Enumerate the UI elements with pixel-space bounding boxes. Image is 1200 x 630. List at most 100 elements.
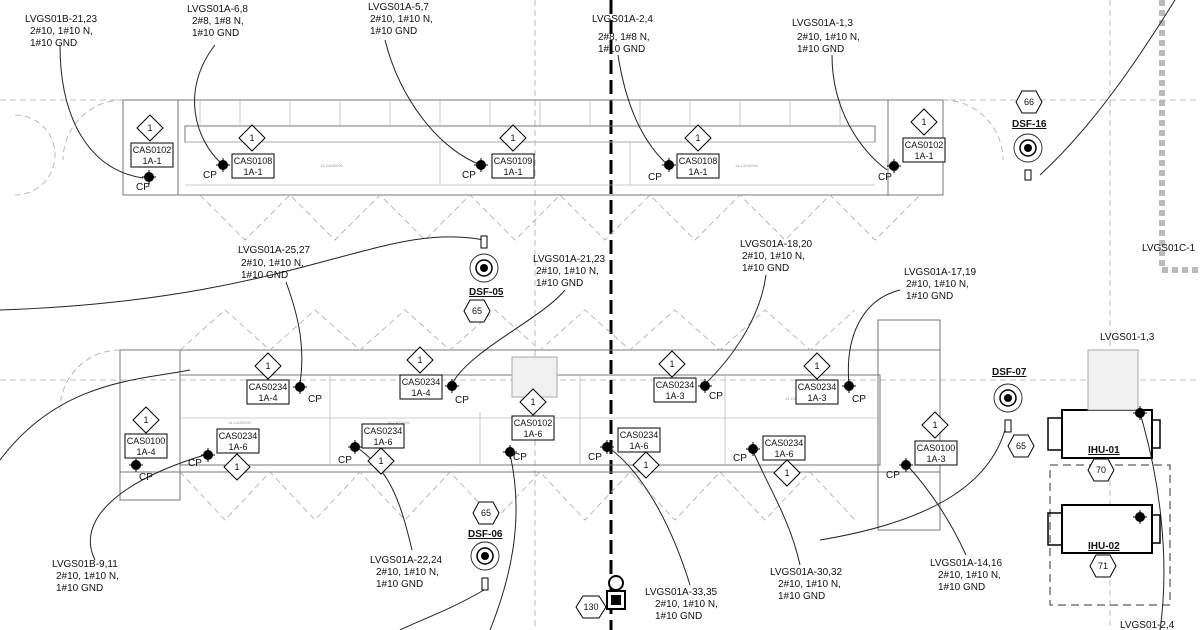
tag-id: CAS0100	[127, 436, 166, 446]
hex-label: 70	[1096, 465, 1106, 475]
tag-room: 1A-4	[136, 447, 155, 457]
dsf-label: DSF-16	[1012, 119, 1047, 130]
cp-label: CP	[136, 182, 150, 193]
diamond-label: 1	[510, 133, 515, 143]
dsf-labels: DSF-16 DSF-05 DSF-07 DSF-06 IHU-01 IHU-0…	[468, 119, 1120, 552]
cp-label: CP	[308, 394, 322, 405]
ihu-label: IHU-02	[1088, 541, 1120, 552]
tag-room: 1A-1	[243, 167, 262, 177]
tag-id: CAS0234	[620, 430, 659, 440]
cp-label: CP	[852, 394, 866, 405]
tag-room: 1A-6	[228, 442, 247, 452]
dsf-label: DSF-07	[992, 367, 1027, 378]
dsf-label: DSF-05	[469, 287, 504, 298]
hex-label: 71	[1098, 561, 1108, 571]
tag-room: 1A-6	[629, 441, 648, 451]
tag-room: 1A-4	[411, 388, 430, 398]
tag-id: CAS0234	[364, 426, 403, 436]
diamond-label: 1	[814, 361, 819, 371]
circuit-callout: LVGS01C-1	[1142, 243, 1196, 254]
cp-label: CP	[648, 172, 662, 183]
tag-id: CAS0234	[798, 382, 837, 392]
hex-label: 130	[583, 602, 598, 612]
bottom-structure	[59, 309, 941, 531]
cp-label: CP	[709, 391, 723, 402]
tag-id: CAS0234	[656, 380, 695, 390]
diamond-label: 1	[530, 397, 535, 407]
tag-id: CAS0234	[765, 438, 804, 448]
diamond-label: 1	[378, 456, 383, 466]
diamond-label: 1	[643, 460, 648, 470]
faint-label: 14-CAS0000	[387, 420, 411, 425]
tag-id: CAS0234	[219, 431, 258, 441]
diamond-label: 1	[143, 415, 148, 425]
diamond-label: 1	[249, 133, 254, 143]
cp-label: CP	[886, 470, 900, 481]
hex-tags: 66 65 65 65 70 71 130	[463, 90, 1117, 619]
diamond-label: 1	[417, 355, 422, 365]
cp-label: CP	[203, 170, 217, 181]
tag-id: CAS0109	[494, 156, 533, 166]
tag-id: CAS0108	[679, 156, 718, 166]
tag-room: 1A-3	[926, 454, 945, 464]
hex-label: 65	[481, 508, 491, 518]
ihu-label: IHU-01	[1088, 445, 1120, 456]
faint-label: 14-CAS0000	[228, 420, 252, 425]
bead-conduit	[1159, 0, 1200, 273]
tag-room: 1A-4	[258, 393, 277, 403]
cp-label: CP	[733, 453, 747, 464]
tag-id: CAS0108	[234, 156, 273, 166]
tag-room: 1A-6	[373, 437, 392, 447]
cp-label: CP	[188, 458, 202, 469]
diamond-label: 1	[932, 420, 937, 430]
tag-room: 1A-1	[914, 151, 933, 161]
dsf-label: DSF-06	[468, 529, 503, 540]
top-structure	[14, 99, 1004, 241]
cp-label: CP	[878, 172, 892, 183]
cp-label: CP	[139, 472, 153, 483]
diamond-label: 1	[147, 123, 152, 133]
tag-room: 1A-6	[774, 449, 793, 459]
tag-room: 1A-3	[665, 391, 684, 401]
diamond-tags: 1 1 1 1 1 1 1 1 1 1 1 1 1 1 1 1	[132, 108, 949, 487]
circuit-callout: LVGS01-1,3	[1100, 332, 1155, 343]
cp-label: CP	[455, 395, 469, 406]
cp-label: CP	[588, 452, 602, 463]
outlet-dots	[129, 158, 1147, 524]
cp-label: CP	[513, 452, 527, 463]
tag-room: 1A-6	[523, 429, 542, 439]
tag-id: CAS0102	[514, 418, 553, 428]
diamond-label: 1	[921, 117, 926, 127]
tag-id: CAS0234	[402, 377, 441, 387]
diamond-label: 1	[784, 468, 789, 478]
circuit-callout: LVGS01-2,4	[1120, 620, 1175, 630]
tag-id: CAS0100	[917, 443, 956, 453]
cp-labels: CP CP CP CP CP CP CP CP CP CP CP CP CP C…	[136, 170, 900, 483]
hex-label: 65	[472, 306, 482, 316]
hex-label: 66	[1024, 97, 1034, 107]
tag-room: 1A-1	[142, 156, 161, 166]
faint-label: 14-CAS0000	[320, 163, 344, 168]
cp-label: CP	[338, 455, 352, 466]
diamond-label: 1	[695, 133, 700, 143]
diamond-label: 1	[265, 361, 270, 371]
cp-label: CP	[462, 170, 476, 181]
diamond-label: 1	[669, 359, 674, 369]
tag-room: 1A-1	[688, 167, 707, 177]
